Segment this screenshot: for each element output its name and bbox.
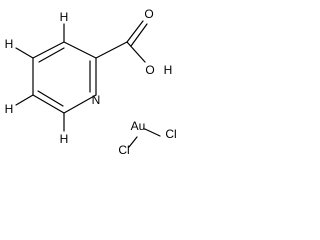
bond-c1-c2 <box>63 41 97 59</box>
atom-o-carbonyl: O <box>144 7 153 21</box>
atom-n: N <box>92 93 101 107</box>
bond-c5-c1-double <box>38 47 65 63</box>
bond-c5-h <box>15 47 34 59</box>
atom-o-hydroxyl: O <box>145 63 154 77</box>
bond-n-c3 <box>63 94 97 114</box>
structural-formula: H H H H N O O H Au Cl Cl <box>5 7 177 157</box>
atom-h-top: H <box>60 10 69 24</box>
atom-h-lower-left: H <box>5 102 14 116</box>
atom-h-hydroxyl: H <box>164 63 173 77</box>
bond-c4-h <box>15 94 34 106</box>
bond-c5-c1 <box>32 41 65 59</box>
bond-c3-c4 <box>32 94 65 114</box>
bond-au-cl-right <box>144 128 161 137</box>
bond-c2-ccooh <box>95 41 128 59</box>
bond-c-o-double-a <box>126 20 144 43</box>
atom-cl-right: Cl <box>165 127 176 141</box>
bond-c-oh <box>126 41 146 63</box>
atom-cl-left: Cl <box>118 143 129 157</box>
atom-au: Au <box>131 119 146 133</box>
bond-au-cl-left <box>128 136 138 148</box>
bond-c3-c4-double <box>37 90 64 107</box>
atom-h-upper-left: H <box>5 37 14 51</box>
atom-h-bottom: H <box>60 132 69 146</box>
bond-c-o-double-b <box>130 23 148 47</box>
